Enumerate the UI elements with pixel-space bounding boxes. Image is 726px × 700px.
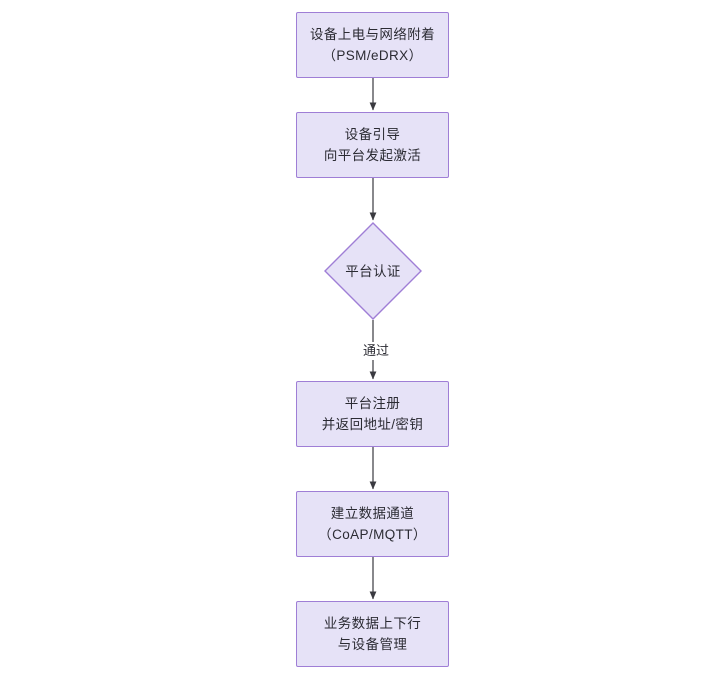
diamond-shape-icon: [324, 222, 422, 320]
node-device-bootstrap[interactable]: 设备引导 向平台发起激活: [296, 112, 449, 178]
node-label-n4: 平台注册 并返回地址/密钥: [321, 396, 424, 432]
node-label-n2: 设备引导 向平台发起激活: [323, 127, 422, 163]
edge-label-pass: 通过: [354, 342, 398, 360]
node-establish-data-channel[interactable]: 建立数据通道 （CoAP/MQTT）: [296, 491, 449, 557]
node-platform-register[interactable]: 平台注册 并返回地址/密钥: [296, 381, 449, 447]
node-label-n6: 业务数据上下行 与设备管理: [323, 616, 422, 652]
node-label-n1: 设备上电与网络附着 （PSM/eDRX）: [309, 27, 436, 63]
node-device-power-on[interactable]: 设备上电与网络附着 （PSM/eDRX）: [296, 12, 449, 78]
node-label-n5: 建立数据通道 （CoAP/MQTT）: [318, 506, 427, 542]
node-platform-auth-decision[interactable]: 平台认证: [324, 222, 422, 320]
node-business-data-and-device-mgmt[interactable]: 业务数据上下行 与设备管理: [296, 601, 449, 667]
